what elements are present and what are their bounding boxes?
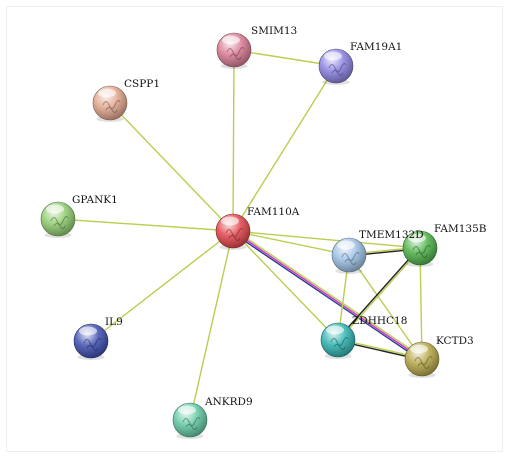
protein-structure-icon <box>225 228 244 241</box>
protein-structure-icon <box>328 63 347 76</box>
node-fam135b[interactable] <box>402 230 438 267</box>
network-frame <box>6 6 503 452</box>
edge-fam110a-ankrd9 <box>189 230 234 421</box>
node-label-kctd3: KCTD3 <box>436 335 474 347</box>
node-highlight <box>408 233 426 243</box>
edge-fam110a-kctd3 <box>231 231 422 362</box>
node-highlight <box>221 216 239 226</box>
nodes-layer <box>40 32 440 439</box>
node-gpank1[interactable] <box>40 201 76 238</box>
edge-fam135b-zdhhc18 <box>336 246 421 341</box>
node-highlight <box>178 405 196 415</box>
node-fam19a1[interactable] <box>318 48 354 85</box>
node-highlight <box>98 88 116 98</box>
node-cspp1[interactable] <box>92 85 128 122</box>
node-label-fam19a1: FAM19A1 <box>350 41 402 53</box>
node-ankrd9[interactable] <box>172 402 208 439</box>
labels-layer: FAM110A SMIM13FAM19A1CSPP1GPANK1IL9ANKRD9… <box>72 25 487 408</box>
node-tmem132d[interactable] <box>331 237 367 274</box>
edge-fam110a-gpank1 <box>57 218 234 232</box>
edge-fam110a-cspp1 <box>109 102 234 232</box>
edge-fam135b-kctd3 <box>419 247 423 360</box>
node-kctd3[interactable] <box>404 341 440 378</box>
protein-structure-icon <box>412 245 431 258</box>
edge-fam110a-smim13 <box>232 49 235 232</box>
protein-structure-icon <box>102 100 121 113</box>
edge-fam110a-fam135b <box>232 230 421 249</box>
protein-structure-icon <box>341 252 360 265</box>
node-highlight <box>46 204 64 214</box>
node-highlight <box>324 51 342 61</box>
edge-fam110a-il9 <box>90 230 234 342</box>
edge-fam110a-tmem132d <box>232 230 350 256</box>
node-label-gpank1: GPANK1 <box>72 194 118 206</box>
protein-structure-icon <box>414 356 433 369</box>
edge-fam135b-zdhhc18 <box>337 247 422 342</box>
node-label-fam135b: FAM135B <box>434 223 487 235</box>
node-highlight <box>326 325 344 335</box>
protein-structure-icon <box>330 337 349 350</box>
node-label-zdhhc18: ZDHHC18 <box>352 315 407 327</box>
edge-fam110a-zdhhc18 <box>232 230 339 341</box>
protein-structure-icon <box>50 216 69 229</box>
node-fam110a[interactable] <box>215 213 251 250</box>
protein-structure-icon <box>83 338 102 351</box>
node-label-fam110a: FAM110A <box>247 206 300 218</box>
node-label-smim13: SMIM13 <box>251 25 297 37</box>
node-highlight <box>410 344 428 354</box>
protein-structure-icon <box>182 417 201 430</box>
node-highlight <box>222 35 240 45</box>
node-il9[interactable] <box>73 323 109 360</box>
node-highlight <box>79 326 97 336</box>
node-label-cspp1: CSPP1 <box>124 78 160 90</box>
edge-fam110a-kctd3 <box>232 230 423 360</box>
edge-fam110a-fam19a1 <box>232 65 337 232</box>
edge-tmem132d-kctd3 <box>348 254 423 360</box>
node-label-ankrd9: ANKRD9 <box>204 396 253 408</box>
node-zdhhc18[interactable] <box>320 322 356 359</box>
node-highlight <box>337 240 355 250</box>
protein-structure-icon <box>226 47 245 60</box>
edge-fam110a-kctd3 <box>233 228 424 359</box>
node-smim13[interactable] <box>216 32 252 69</box>
node-label-tmem132d: TMEM132D <box>359 229 424 241</box>
node-label-il9: IL9 <box>105 316 123 328</box>
